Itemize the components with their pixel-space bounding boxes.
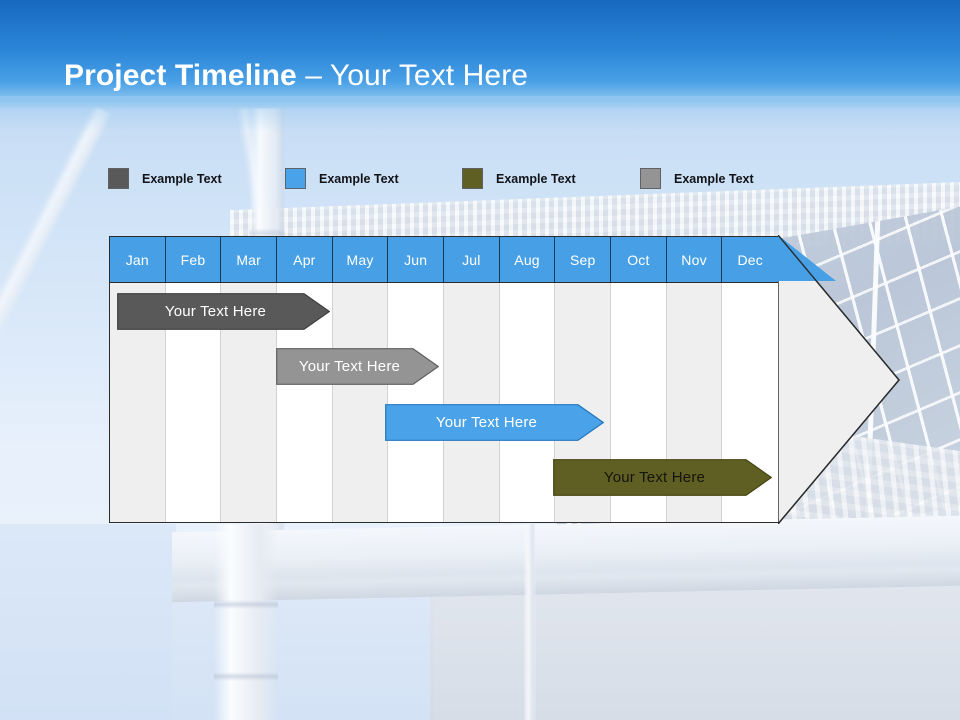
task-bar-4[interactable]: Your Text Here <box>553 459 772 496</box>
task-bar-1[interactable]: Your Text Here <box>117 293 330 330</box>
timeline-column-jul <box>444 237 500 522</box>
month-header-oct[interactable]: Oct <box>611 237 667 282</box>
month-header-mar[interactable]: Mar <box>221 237 278 282</box>
month-header-jul[interactable]: Jul <box>444 237 500 282</box>
timeline-column-feb <box>165 237 222 522</box>
task-bar-shape-2 <box>276 348 439 385</box>
legend-label-2: Example Text <box>319 171 399 186</box>
task-bar-label-3: Your Text Here <box>435 414 538 431</box>
title-banner <box>0 0 960 110</box>
legend-item-3[interactable]: Example Text <box>462 168 576 189</box>
task-bar-3[interactable]: Your Text Here <box>385 404 604 441</box>
month-header-may[interactable]: May <box>332 237 389 282</box>
month-header-aug[interactable]: Aug <box>499 237 556 282</box>
task-bar-shape-4 <box>553 459 772 496</box>
task-bar-label-1: Your Text Here <box>164 303 267 320</box>
legend-swatch-4 <box>640 168 661 189</box>
month-header-sep[interactable]: Sep <box>555 237 612 282</box>
legend-item-4[interactable]: Example Text <box>640 168 754 189</box>
month-header-jun[interactable]: Jun <box>388 237 445 282</box>
task-bar-2[interactable]: Your Text Here <box>276 348 439 385</box>
timeline-arrow-head <box>778 235 900 524</box>
background-sky-lower-left <box>0 524 176 720</box>
page-title-strong: Project Timeline <box>64 59 297 92</box>
building-wall-light <box>172 586 434 720</box>
downspout-pipe <box>524 524 536 720</box>
legend-item-2[interactable]: Example Text <box>285 168 399 189</box>
month-header-dec[interactable]: Dec <box>722 237 778 282</box>
legend-swatch-2 <box>285 168 306 189</box>
building-wall-shaded <box>430 586 960 720</box>
legend-swatch-1 <box>108 168 129 189</box>
month-header-apr[interactable]: Apr <box>277 237 333 282</box>
page-title-rest: – Your Text Here <box>296 59 529 92</box>
task-bar-label-2: Your Text Here <box>298 358 401 375</box>
timeline-column-jan <box>110 237 166 522</box>
month-header-jan[interactable]: Jan <box>110 237 166 282</box>
legend-label-3: Example Text <box>496 171 576 186</box>
legend: Example Text Example Text Example Text Exam… <box>0 168 960 196</box>
month-header-nov[interactable]: Nov <box>666 237 723 282</box>
task-bar-label-4: Your Text Here <box>603 469 706 486</box>
timeline-column-aug <box>499 237 556 522</box>
timeline-header-divider <box>110 282 778 283</box>
task-bar-shape-1 <box>117 293 330 330</box>
legend-label-4: Example Text <box>674 171 754 186</box>
legend-swatch-3 <box>462 168 483 189</box>
month-header-feb[interactable]: Feb <box>165 237 222 282</box>
task-bar-shape-3 <box>385 404 604 441</box>
legend-label-1: Example Text <box>142 171 222 186</box>
page-title: Project Timeline – Your Text Here <box>64 59 528 93</box>
support-post <box>214 524 278 720</box>
legend-item-1[interactable]: Example Text <box>108 168 222 189</box>
title-banner-fade <box>0 96 960 132</box>
